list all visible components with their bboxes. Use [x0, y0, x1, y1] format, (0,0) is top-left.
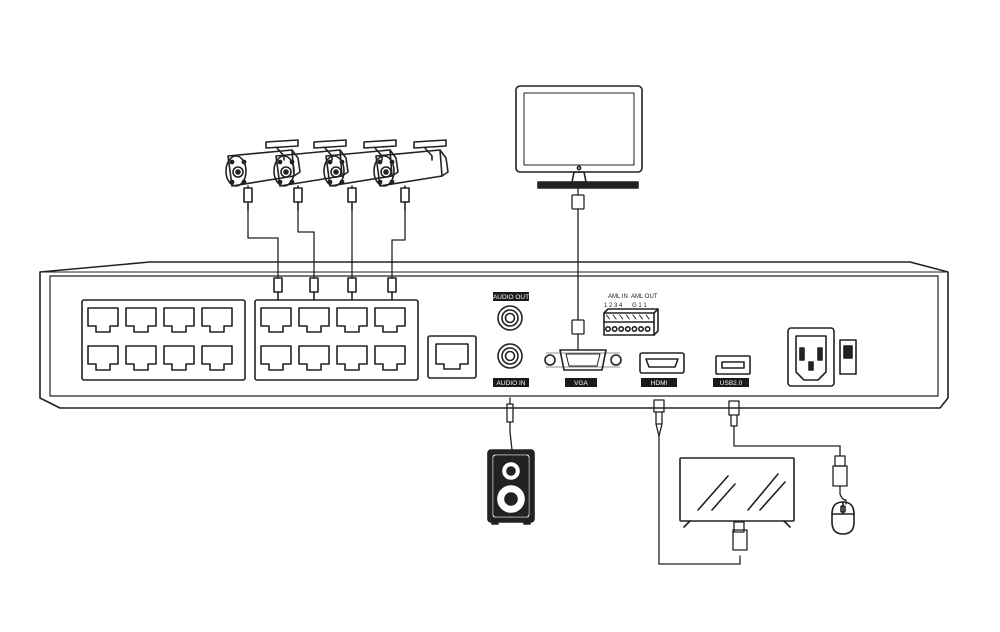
lan-port[interactable]	[427, 335, 477, 379]
power-switch[interactable]	[839, 339, 857, 375]
usb-mouse-cable	[728, 400, 848, 505]
rj45-port[interactable]	[374, 345, 406, 371]
camera-plug	[400, 187, 410, 203]
camera-cable-plugs	[243, 185, 410, 301]
audio-in-jack[interactable]	[497, 343, 523, 369]
usb-label: USB2.0	[720, 380, 743, 387]
alarm-terminal-pins	[604, 314, 651, 332]
alarm-screw	[632, 314, 637, 320]
hdmi-tv	[679, 457, 795, 528]
ip-cameras	[225, 139, 449, 187]
rj45-port[interactable]	[163, 345, 195, 371]
rj45-port[interactable]	[260, 307, 292, 333]
camera-plug	[293, 187, 303, 203]
rj45-port[interactable]	[87, 307, 119, 333]
audio-out-jack[interactable]	[497, 305, 523, 331]
alarm-pin	[604, 325, 611, 332]
hdmi-label: HDMI	[651, 380, 668, 387]
alarm-screw	[645, 314, 650, 320]
port-plug	[347, 277, 357, 293]
rj45-port[interactable]	[125, 345, 157, 371]
port-plug	[273, 277, 283, 293]
port-plug	[309, 277, 319, 293]
alarm-screw	[625, 314, 630, 320]
rj45-port[interactable]	[201, 307, 233, 333]
alarm-pin	[644, 325, 651, 332]
alarm-pin	[631, 325, 638, 332]
alarm-pin	[637, 325, 644, 332]
rj45-port[interactable]	[298, 345, 330, 371]
audio-cable	[506, 397, 514, 451]
vga-monitor	[515, 85, 643, 189]
rj45-port[interactable]	[336, 307, 368, 333]
alarm-terminal-block	[603, 308, 659, 336]
nvr-chassis	[39, 261, 949, 409]
alarm-in-label: AML IN	[608, 294, 628, 300]
rj45-port[interactable]	[125, 307, 157, 333]
alarm-pin	[624, 325, 631, 332]
vga-cable	[571, 187, 585, 351]
bullet-camera-icon	[273, 139, 349, 187]
alarm-screw	[619, 314, 624, 320]
audio-out-label: AUDIO OUT	[493, 294, 529, 301]
vga-port[interactable]	[544, 349, 622, 371]
usb-port[interactable]	[715, 355, 751, 375]
alarm-pin	[611, 325, 618, 332]
alarm-pin	[618, 325, 625, 332]
camera-plug	[243, 187, 253, 203]
usb-mouse	[831, 501, 855, 535]
alarm-out-label: AML OUT	[631, 294, 658, 300]
rj45-ports	[87, 307, 406, 371]
rj45-port[interactable]	[260, 345, 292, 371]
alarm-screw	[612, 314, 617, 320]
camera-cables	[247, 209, 406, 279]
alarm-out-pins-label: G 1 1	[632, 303, 647, 309]
vga-label: VGA	[574, 380, 588, 387]
alarm-screw	[639, 314, 643, 320]
rj45-port[interactable]	[298, 307, 330, 333]
audio-in-label: AUDIO IN	[497, 380, 526, 387]
rj45-port[interactable]	[201, 345, 233, 371]
bullet-camera-icon	[225, 139, 301, 187]
port-labels: AUDIO OUT AUDIO IN VGA HDMI USB2.0 AML I…	[493, 292, 749, 387]
rj45-port[interactable]	[163, 307, 195, 333]
power-inlet	[787, 327, 835, 387]
port-plug	[387, 277, 397, 293]
bullet-camera-icon	[373, 139, 449, 187]
hdmi-cable	[653, 399, 748, 565]
rj45-port[interactable]	[87, 345, 119, 371]
hdmi-port[interactable]	[639, 352, 685, 374]
rj45-port[interactable]	[336, 345, 368, 371]
alarm-in-pins-label: 1 2 3 4	[604, 303, 623, 309]
poe-ports-group-1	[81, 299, 246, 381]
speaker	[487, 449, 535, 525]
camera-plug	[347, 187, 357, 203]
alarm-screw	[606, 314, 610, 320]
rj45-port[interactable]	[374, 307, 406, 333]
poe-ports-group-2	[254, 299, 419, 381]
